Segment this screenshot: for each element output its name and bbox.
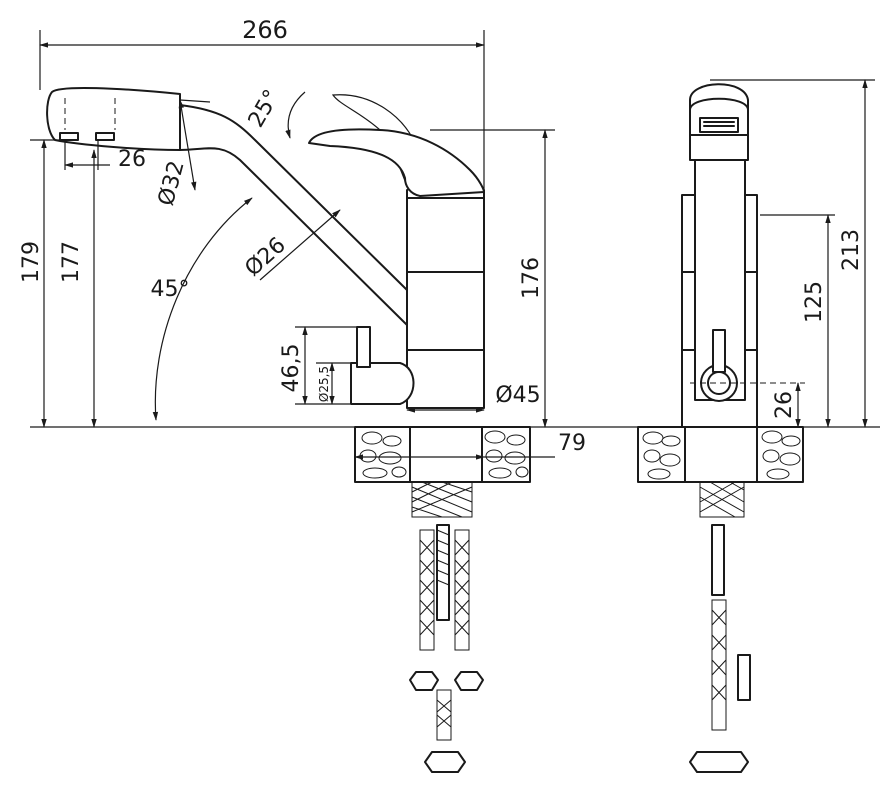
stone-pattern-right xyxy=(484,430,529,479)
spout xyxy=(179,104,408,326)
dim-base-width: 79 xyxy=(558,431,586,456)
side-head xyxy=(689,97,749,136)
knob-stem xyxy=(356,326,371,368)
dim-aerator-offset: 26 xyxy=(118,147,146,172)
dim-lever-angle: 25° xyxy=(244,86,285,132)
dim-height-179: 179 xyxy=(19,241,44,283)
dim-overall-height: 213 xyxy=(839,229,864,271)
dim-body-height: 176 xyxy=(519,257,544,299)
dim-height-177: 177 xyxy=(59,241,84,283)
spout-head xyxy=(46,86,181,151)
faucet-body xyxy=(406,197,485,409)
dim-knob-dia: Ø25,5 xyxy=(317,366,331,402)
dim-body-dia: Ø45 xyxy=(495,383,540,408)
dim-spout-angle: 45° xyxy=(151,277,190,302)
front-view xyxy=(46,86,531,773)
dim-spout-head-dia: Ø32 xyxy=(154,158,190,208)
dim-knob-height: 46,5 xyxy=(279,344,304,393)
dim-knob-center-height: 125 xyxy=(802,281,827,323)
supply-hoses-front xyxy=(409,481,484,773)
dimension-lines xyxy=(30,30,875,462)
side-stone-pattern-left xyxy=(642,431,681,480)
supply-hoses-side xyxy=(689,481,751,773)
dim-knob-axis-height: 26 xyxy=(772,391,797,419)
side-view xyxy=(637,83,804,773)
side-stone-pattern-right xyxy=(761,430,801,480)
dim-overall-length: 266 xyxy=(242,16,288,44)
side-knob xyxy=(350,362,415,405)
lever-handle xyxy=(308,128,485,197)
